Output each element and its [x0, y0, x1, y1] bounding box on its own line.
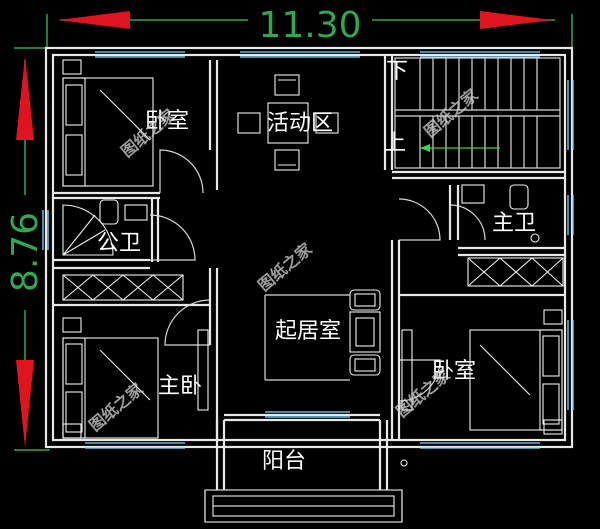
bedroom-se-label: 卧室	[432, 359, 476, 384]
staircase: 下 上	[384, 57, 561, 169]
interior-walls	[53, 55, 565, 490]
bed-se	[400, 309, 563, 467]
width-label: 11.30	[258, 5, 361, 46]
master-bedroom-label: 主卧	[158, 374, 202, 399]
public-bath-label: 公卫	[97, 231, 141, 256]
activity-area-label: 活动区	[267, 111, 333, 136]
balcony-railing	[204, 489, 403, 523]
stair-down-label: 下	[386, 59, 408, 84]
room-labels: 卧室 活动区 公卫 主卫 起居室 主卧 卧室 阳台	[97, 109, 536, 474]
right-arrow-icon	[480, 11, 552, 29]
height-label: 8.76	[5, 212, 46, 292]
wardrobe-se	[467, 257, 564, 287]
up-arrow-icon	[16, 56, 34, 140]
wardrobe-master	[62, 274, 184, 301]
windows	[42, 51, 574, 449]
bed-master	[62, 317, 209, 439]
master-bath-fixtures	[461, 184, 540, 243]
left-arrow-icon	[58, 11, 130, 29]
watermark: 图纸之家	[85, 379, 147, 435]
living-room-label: 起居室	[275, 319, 341, 344]
balcony-label: 阳台	[262, 449, 306, 474]
watermark: 图纸之家	[420, 85, 482, 141]
stair-up-label: 上	[384, 131, 406, 156]
down-arrow-icon	[16, 360, 34, 447]
bed-nw	[62, 59, 154, 187]
master-bath-label: 主卫	[492, 211, 536, 236]
living-sofas	[349, 289, 381, 376]
horizontal-dimension: 11.30	[46, 2, 573, 48]
public-bath-fixtures	[62, 199, 148, 256]
activity-table-set	[237, 74, 339, 171]
bedroom-nw-label: 卧室	[145, 109, 189, 134]
doors	[149, 149, 486, 402]
watermark: 图纸之家	[254, 239, 316, 295]
stair-arrow-icon	[420, 144, 430, 152]
vertical-dimension: 8.76	[5, 47, 50, 451]
